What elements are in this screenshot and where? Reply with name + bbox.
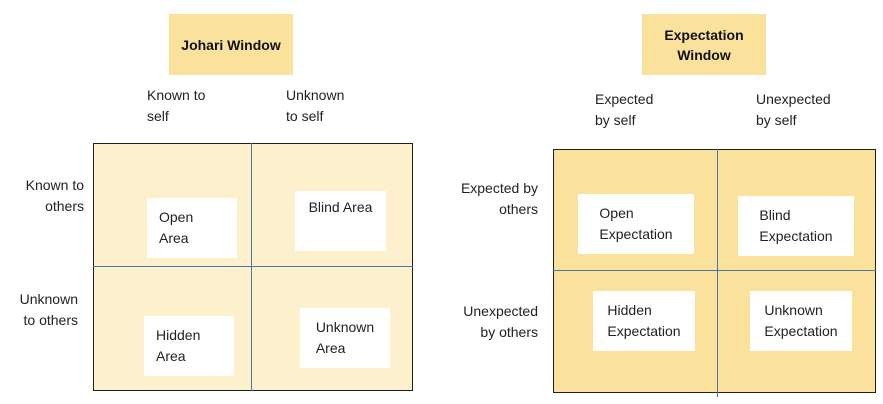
johari-cell-hidden-area: Hidden Area [144,316,234,376]
expectation-cell-open: Open Expectation [578,194,694,254]
expectation-row-header-unexpected: Unexpected by others [463,303,538,340]
expectation-col-header-unexpected: Unexpected by self [756,91,831,128]
expectation-vertical-divider [717,149,718,397]
johari-horizontal-divider [93,266,413,267]
johari-col-header-known: Known to self [147,87,206,124]
johari-vertical-divider [251,143,252,391]
johari-cell-open-area: Open Area [147,198,237,258]
johari-cell-unknown-area: Unknown Area [300,308,390,368]
expectation-cell-blind: Blind Expectation [738,196,854,256]
johari-title: Johari Window [169,14,293,75]
expectation-row-header-expected: Expected by others [460,180,538,217]
expectation-cell-unknown: Unknown Expectation [750,291,852,351]
expectation-cell-hidden: Hidden Expectation [593,291,695,351]
expectation-title: Expectation Window [642,14,766,75]
johari-cell-blind-area: Blind Area [295,191,386,251]
expectation-grid [553,149,876,393]
johari-row-header-known: Known to others [25,177,84,214]
expectation-col-header-expected: Expected by self [595,91,654,128]
johari-row-header-unknown: Unknown to others [19,291,78,328]
expectation-horizontal-divider [553,270,876,271]
johari-col-header-unknown: Unknown to self [286,87,345,124]
